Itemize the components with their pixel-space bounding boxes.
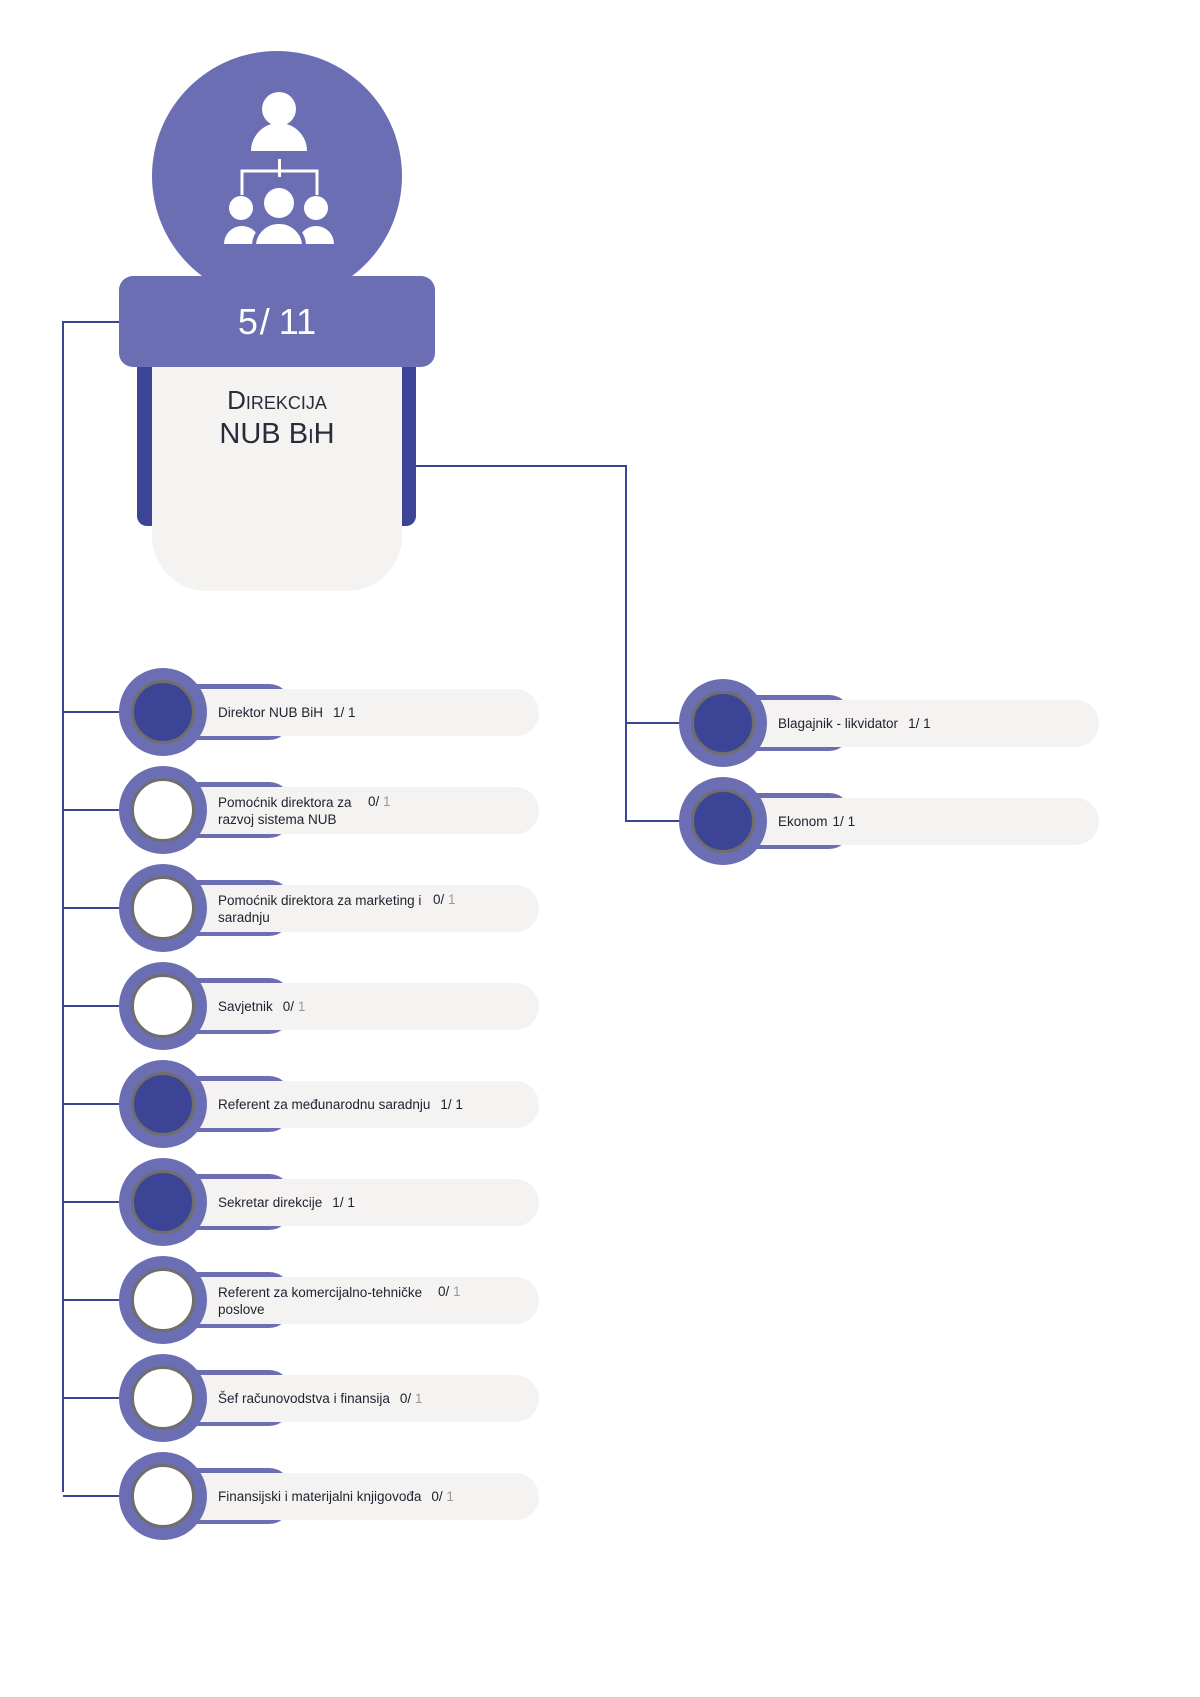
position-item: Pomoćnik direktora za razvoj sistema NUB… — [119, 765, 539, 855]
status-empty-dot — [131, 1268, 195, 1332]
position-count: 0/ 1 — [431, 1489, 454, 1504]
header-title: Direkcija NUB BiH — [152, 384, 402, 452]
header-circle — [152, 51, 402, 301]
status-empty-dot — [131, 1464, 195, 1528]
header-count-filled: 5 — [237, 300, 258, 342]
position-label: Sekretar direkcije — [218, 1195, 323, 1210]
position-count: 1/ 1 — [908, 716, 931, 731]
position-label: Finansijski i materijalni knjigovođa — [218, 1489, 422, 1504]
status-filled-dot — [131, 1072, 195, 1136]
position-count: 0/ 1 — [433, 892, 456, 907]
status-filled-dot — [691, 691, 755, 755]
header-count-total: 11 — [278, 300, 317, 342]
position-count: 1/ 1 — [832, 814, 856, 829]
position-label: Savjetnik — [218, 999, 273, 1014]
position-count: 0/ 1 — [368, 794, 391, 809]
status-filled-dot — [131, 1170, 195, 1234]
position-item: Blagajnik - likvidator 1/ 1 — [679, 678, 1099, 768]
position-label: Blagajnik - likvidator — [778, 716, 899, 731]
status-empty-dot — [131, 1366, 195, 1430]
position-item: Finansijski i materijalni knjigovođa 0/ 1 — [119, 1451, 539, 1541]
position-count: 1/ 1 — [332, 1195, 355, 1210]
header-card — [152, 365, 402, 591]
position-count: 0/ 1 — [399, 1391, 423, 1406]
position-label: Referent za komercijalno-tehničke poslov… — [218, 1284, 423, 1317]
header-title-line2: NUB BiH — [219, 418, 335, 450]
status-empty-dot — [131, 876, 195, 940]
right-trunk-line — [416, 465, 679, 822]
position-label: Direktor NUB BiH — [218, 705, 324, 720]
status-filled-dot — [691, 789, 755, 853]
position-count: 0/ 1 — [438, 1284, 461, 1299]
position-label: Referent za međunarodnu saradnju — [218, 1097, 431, 1112]
org-hierarchy-icon — [224, 92, 334, 248]
position-item: Sekretar direkcije 1/ 1 — [119, 1157, 539, 1247]
position-count: 1/ 1 — [440, 1097, 463, 1112]
position-item: Šef računovodstva i finansija 0/ 1 — [119, 1353, 539, 1443]
position-item: Pomoćnik direktora za marketing i saradn… — [119, 863, 539, 953]
position-label: Šef računovodstva i finansija — [218, 1391, 390, 1406]
position-item: Referent za međunarodnu saradnju 1/ 1 — [119, 1059, 539, 1149]
status-empty-dot — [131, 778, 195, 842]
status-empty-dot — [131, 974, 195, 1038]
position-item: Ekonom 1/ 1 — [679, 776, 1099, 866]
position-label: Ekonom — [778, 814, 828, 829]
position-item: Savjetnik 0/ 1 — [119, 961, 539, 1051]
header-count-bar: 5/11 — [119, 276, 435, 367]
status-filled-dot — [131, 680, 195, 744]
position-label: Pomoćnik direktora za marketing i saradn… — [218, 892, 422, 925]
left-trunk-line — [62, 321, 119, 1492]
position-item: Direktor NUB BiH 1/ 1 — [119, 667, 539, 757]
position-label: Pomoćnik direktora za razvoj sistema NUB — [218, 794, 352, 827]
position-count: 0/ 1 — [282, 999, 306, 1014]
header-title-line1: Direkcija — [227, 385, 327, 415]
position-count: 1/ 1 — [333, 705, 356, 720]
position-item: Referent za komercijalno-tehničke poslov… — [119, 1255, 539, 1345]
